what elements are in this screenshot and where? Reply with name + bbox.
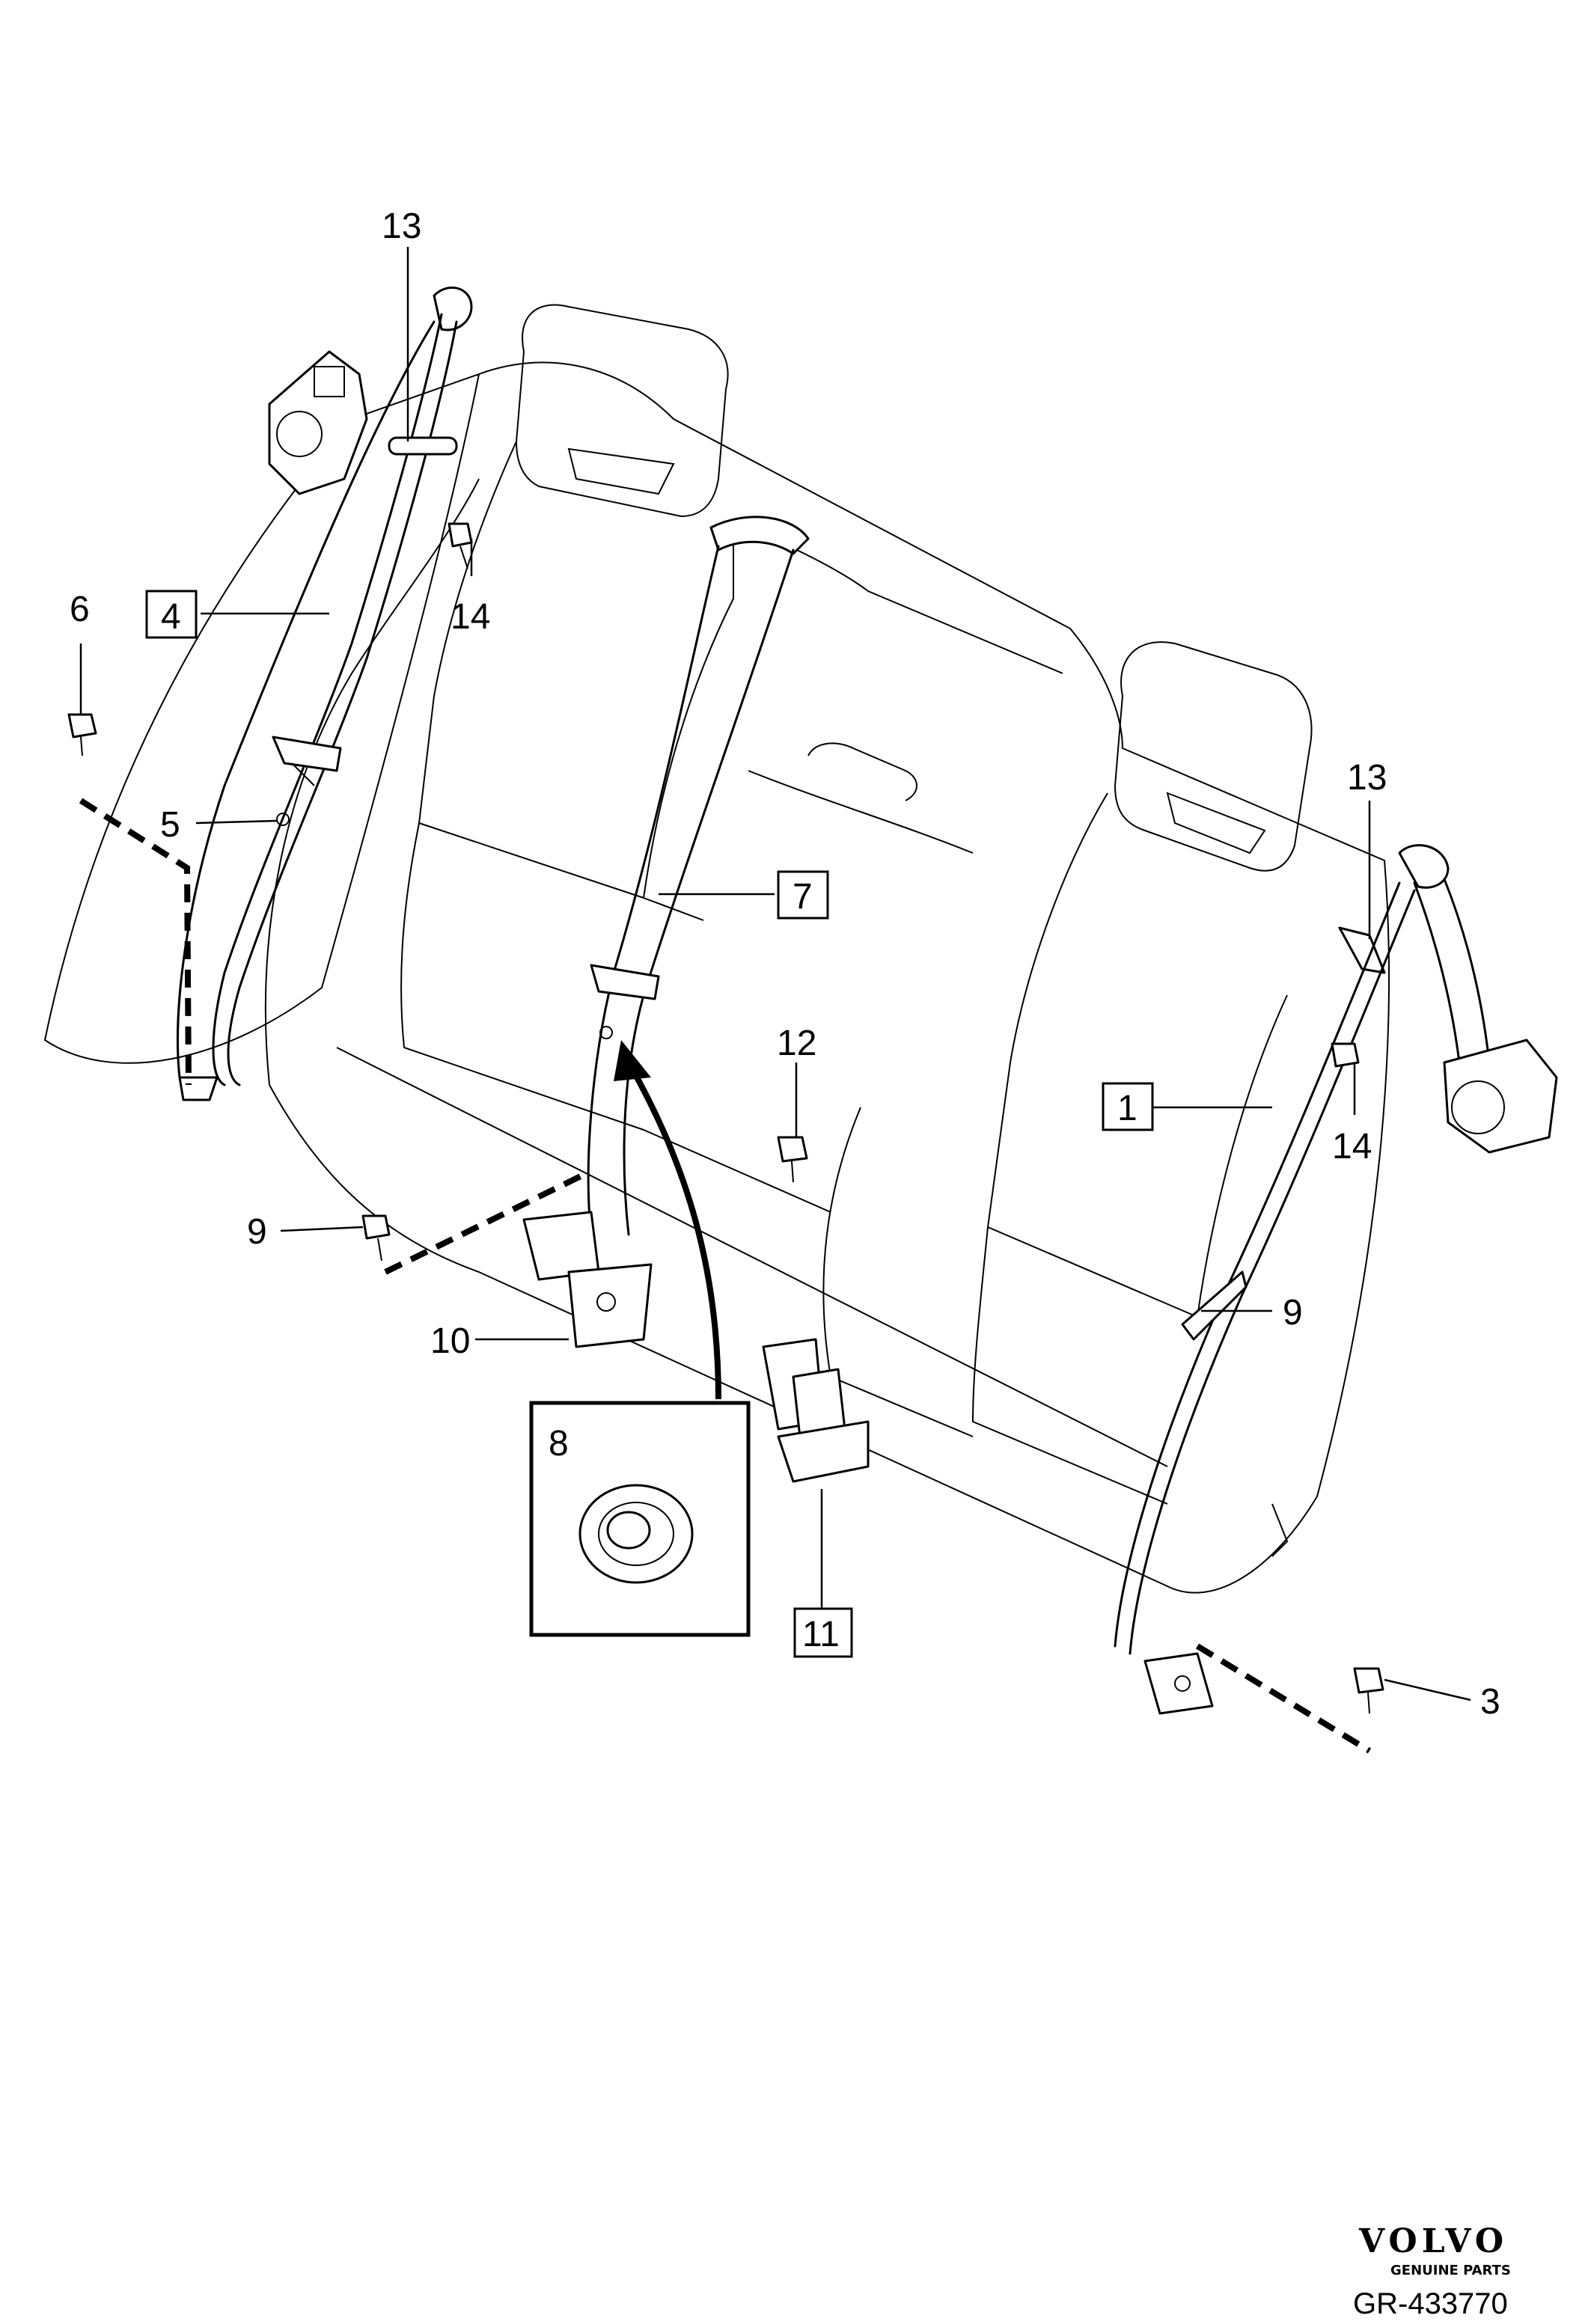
callout-4-box	[145, 590, 198, 639]
callout-7-box	[777, 870, 829, 920]
callout-13-left: 13	[382, 207, 421, 246]
callout-9-left: 9	[247, 1212, 267, 1252]
brand-tagline: GENUINE PARTS	[1390, 2263, 1511, 2278]
callout-leaders	[79, 247, 1471, 1701]
seat-backrest-drawing	[43, 304, 1390, 1594]
callout-11: 11	[802, 1615, 840, 1654]
brand-name: VOLVO	[1358, 2222, 1508, 2260]
callout-10: 10	[430, 1321, 470, 1361]
callout-14-left: 14	[451, 597, 490, 637]
diagram-reference-number: GR-433770	[1353, 2287, 1508, 2320]
callout-9-right: 9	[1283, 1293, 1303, 1333]
callout-8: 8	[549, 1424, 569, 1464]
right-outer-seat-belt-assembly	[1114, 844, 1558, 1715]
volvo-genuine-parts-logo: VOLVO GENUINE PARTS	[1358, 2222, 1511, 2278]
callout-4: 4	[161, 597, 181, 637]
callout-13-right: 13	[1347, 758, 1387, 798]
callout-11-box	[793, 1607, 853, 1658]
callout-7: 7	[793, 877, 813, 917]
callout-14-right: 14	[1332, 1127, 1372, 1166]
center-seat-belt-assembly	[361, 516, 870, 1483]
callout-12: 12	[777, 1024, 816, 1063]
callout-3: 3	[1480, 1682, 1500, 1722]
callout-1-box	[1102, 1082, 1154, 1131]
attachment-dashed-lines	[79, 798, 1372, 1754]
callout-6: 6	[70, 590, 90, 629]
detail-box-item-8	[529, 1401, 751, 1637]
callout-labels: 13 4 14 6 5 7 9 10 8 12 11 13 1 14 9 3	[70, 207, 1500, 1722]
detail-arrow	[614, 1040, 721, 1400]
callout-5: 5	[160, 805, 180, 845]
callout-1: 1	[1117, 1089, 1137, 1128]
left-outer-seat-belt-assembly	[67, 286, 473, 1101]
